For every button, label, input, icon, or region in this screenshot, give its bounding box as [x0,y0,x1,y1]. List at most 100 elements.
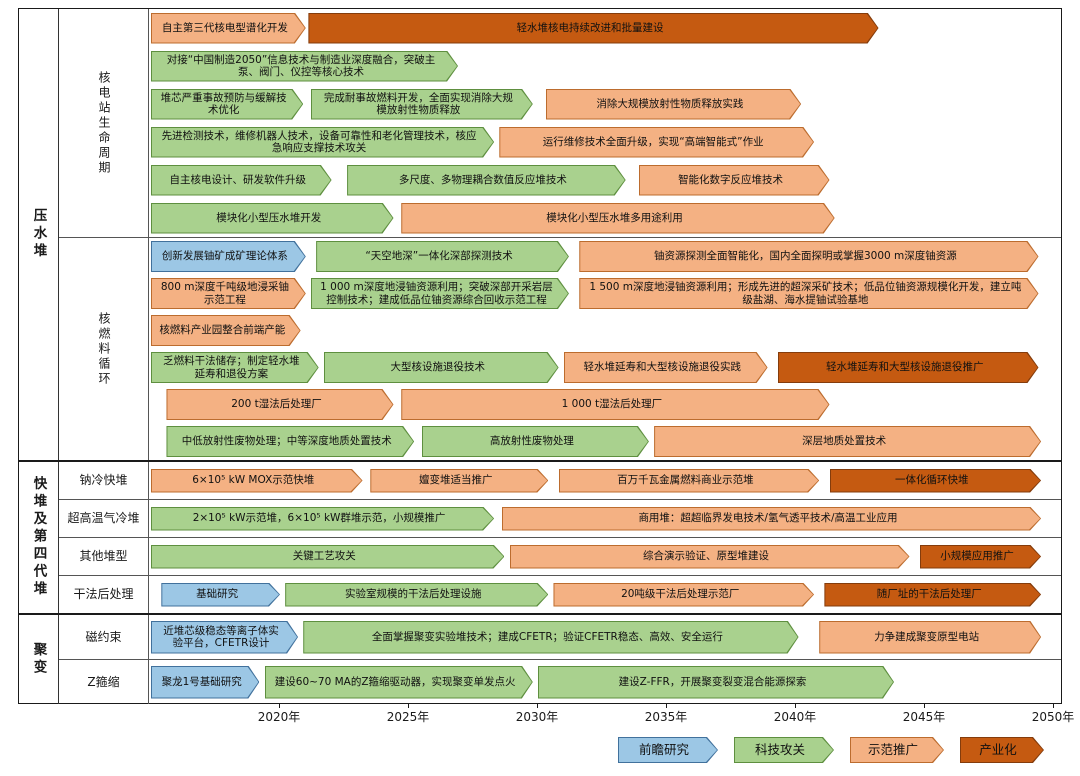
axis-tick-label: 2045年 [902,710,946,724]
roadmap-bar: 小规模应用推广 [920,545,1041,569]
rows: 聚龙1号基础研究建设60~70 MA的Z箍缩驱动器，实现聚变单发点火建设Z-FF… [149,660,1061,704]
roadmap-row: 200 t湿法后处理厂 1 000 t湿法后处理厂 [149,386,1061,423]
bar-label: 对接“中国制造2050”信息技术与制造业深度融合，突破主泵、阀门、仪控等核心技术 [152,52,457,81]
bar-label: 力争建成聚变原型电站 [820,622,1040,653]
bar-label: 智能化数字反应堆技术 [640,166,829,195]
roadmap-bar: 运行维修技术全面升级，实现“高端智能式”作业 [499,127,814,158]
bar-label: 1 000 t湿法后处理厂 [402,390,828,419]
bar-label: 自主核电设计、研发软件升级 [152,166,331,195]
roadmap-bar: 力争建成聚变原型电站 [819,621,1041,654]
roadmap-chart: 压水堆核电站生命周期自主第三代核电型谱化开发轻水堆核电持续改进和批量建设对接“中… [18,8,1062,704]
bar-label: 20吨级干法后处理示范厂 [554,584,813,606]
bar-label: 模块化小型压水堆开发 [152,204,393,233]
roadmap-bar: 商用堆：超超临界发电技术/氢气透平技术/高温工业应用 [502,507,1041,531]
bar-label: 小规模应用推广 [921,546,1040,568]
roadmap-bar: 自主第三代核电型谱化开发 [151,13,306,44]
roadmap-bar: 核燃料产业园整合前端产能 [151,315,301,346]
bar-label: 先进检测技术，维修机器人技术，设备可靠性和老化管理技术，核应急响应支撑技术攻关 [152,128,493,157]
roadmap-row: 对接“中国制造2050”信息技术与制造业深度融合，突破主泵、阀门、仪控等核心技术 [149,47,1061,85]
subcategory-label: 核燃料循环 [59,238,149,460]
bar-label: 模块化小型压水堆多用途利用 [402,204,833,233]
section: 压水堆核电站生命周期自主第三代核电型谱化开发轻水堆核电持续改进和批量建设对接“中… [19,9,1061,460]
axis-tick-mark [279,704,280,708]
roadmap-bar: 大型核设施退役技术 [324,352,559,383]
subcategory-label: Z箍缩 [59,660,149,704]
bar-label: 关键工艺攻关 [152,546,503,568]
bar-label: 200 t湿法后处理厂 [167,390,392,419]
bar-label: 建设Z-FFR，开展聚变裂变混合能源探索 [539,667,893,698]
roadmap-row: 聚龙1号基础研究建设60~70 MA的Z箍缩驱动器，实现聚变单发点火建设Z-FF… [149,660,1061,704]
subcategory-label: 其他堆型 [59,538,149,575]
roadmap-bar: 自主核电设计、研发软件升级 [151,165,332,196]
roadmap-bar: 6×10⁵ kW MOX示范快堆 [151,469,363,493]
bar-label: 轻水堆延寿和大型核设施退役实践 [565,353,767,382]
bar-label: 近堆芯级稳态等离子体实验平台，CFETR设计 [152,622,297,653]
bar-label: 运行维修技术全面升级，实现“高端智能式”作业 [500,128,813,157]
bar-label: 堆芯严重事故预防与缓解技术优化 [152,90,302,119]
roadmap-bar: 800 m深度千吨级地浸采铀示范工程 [151,278,306,309]
legend-item-research: 前瞻研究 [618,737,718,763]
roadmap-bar: 乏燃料干法储存；制定轻水堆延寿和退役方案 [151,352,319,383]
category-label: 聚变 [19,615,59,704]
subsections: 核电站生命周期自主第三代核电型谱化开发轻水堆核电持续改进和批量建设对接“中国制造… [59,9,1061,460]
roadmap-bar: 堆芯严重事故预防与缓解技术优化 [151,89,303,120]
roadmap-row: 自主核电设计、研发软件升级多尺度、多物理耦合数值反应堆技术智能化数字反应堆技术 [149,161,1061,199]
legend-item-industry: 产业化 [960,737,1044,763]
axis-tick-mark [408,704,409,708]
roadmap-bar: 中低放射性废物处理；中等深度地质处置技术 [166,426,414,457]
roadmap-bar: 高放射性废物处理 [422,426,649,457]
legend-label: 科技攻关 [735,738,833,762]
category-label: 压水堆 [19,9,59,460]
roadmap-bar: 消除大规模放射性物质释放实践 [546,89,801,120]
legend-label: 前瞻研究 [619,738,717,762]
roadmap-bar: 聚龙1号基础研究 [151,666,259,699]
bar-label: 消除大规模放射性物质释放实践 [547,90,800,119]
subcategory-label: 核电站生命周期 [59,9,149,237]
roadmap-bar: 轻水堆延寿和大型核设施退役实践 [564,352,768,383]
bar-label: 自主第三代核电型谱化开发 [152,14,305,43]
roadmap-bar: 先进检测技术，维修机器人技术，设备可靠性和老化管理技术，核应急响应支撑技术攻关 [151,127,494,158]
legend-item-tech: 科技攻关 [734,737,834,763]
roadmap-bar: 模块化小型压水堆开发 [151,203,394,234]
roadmap-row: 模块化小型压水堆开发模块化小型压水堆多用途利用 [149,199,1061,237]
roadmap-bar: 建设Z-FFR，开展聚变裂变混合能源探索 [538,666,894,699]
section: 聚变磁约束近堆芯级稳态等离子体实验平台，CFETR设计全面掌握聚变实验堆技术；建… [19,613,1061,704]
roadmap-row: 6×10⁵ kW MOX示范快堆嬗变堆适当推广百万千瓦金属燃料商业示范堆一体化循… [149,462,1061,499]
roadmap-bar: 1 500 m深度地浸铀资源利用；形成先进的超深采矿技术；低品位铀资源规模化开发… [579,278,1038,309]
subsection: 核电站生命周期自主第三代核电型谱化开发轻水堆核电持续改进和批量建设对接“中国制造… [59,9,1061,237]
axis-tick-mark [537,704,538,708]
bar-label: 大型核设施退役技术 [325,353,558,382]
bar-label: 一体化循环快堆 [831,470,1041,492]
legend-label: 示范推广 [851,738,943,762]
subcategory-label: 钠冷快堆 [59,462,149,499]
bar-label: 商用堆：超超临界发电技术/氢气透平技术/高温工业应用 [503,508,1040,530]
roadmap-bar: 多尺度、多物理耦合数值反应堆技术 [347,165,626,196]
roadmap-bar: 全面掌握聚变实验堆技术；建成CFETR；验证CFETR稳态、高效、安全运行 [303,621,798,654]
bar-label: 深层地质处置技术 [655,427,1040,456]
bar-label: 铀资源探测全面智能化，国内全面探明或掌握3000 m深度铀资源 [580,242,1037,271]
bar-label: 轻水堆核电持续改进和批量建设 [309,14,877,43]
roadmap-bar: 轻水堆延寿和大型核设施退役推广 [778,352,1039,383]
axis-tick-label: 2030年 [515,710,559,724]
roadmap-bar: 200 t湿法后处理厂 [166,389,393,420]
roadmap-bar: 1 000 t湿法后处理厂 [401,389,829,420]
roadmap-row: 乏燃料干法储存；制定轻水堆延寿和退役方案大型核设施退役技术轻水堆延寿和大型核设施… [149,349,1061,386]
rows: 2×10⁵ kW示范堆，6×10⁵ kW群堆示范，小规模推广商用堆：超超临界发电… [149,500,1061,537]
axis-tick-label: 2020年 [257,710,301,724]
roadmap-bar: 创新发展铀矿成矿理论体系 [151,241,306,272]
roadmap-bar: “天空地深”一体化深部探测技术 [316,241,569,272]
roadmap-row: 创新发展铀矿成矿理论体系 “天空地深”一体化深部探测技术铀资源探测全面智能化，国内… [149,238,1061,275]
bar-label: 800 m深度千吨级地浸采铀示范工程 [152,279,305,308]
roadmap-row: 先进检测技术，维修机器人技术，设备可靠性和老化管理技术，核应急响应支撑技术攻关运… [149,123,1061,161]
roadmap-row: 近堆芯级稳态等离子体实验平台，CFETR设计全面掌握聚变实验堆技术；建成CFET… [149,615,1061,659]
axis-tick-mark [924,704,925,708]
roadmap-bar: 基础研究 [161,583,280,607]
axis-tick-label: 2040年 [773,710,817,724]
roadmap-bar: 1 000 m深度地浸铀资源利用；突破深部开采岩层控制技术；建成低品位铀资源综合… [311,278,569,309]
roadmap-bar: 综合演示验证、原型堆建设 [510,545,910,569]
roadmap-row: 自主第三代核电型谱化开发轻水堆核电持续改进和批量建设 [149,9,1061,47]
